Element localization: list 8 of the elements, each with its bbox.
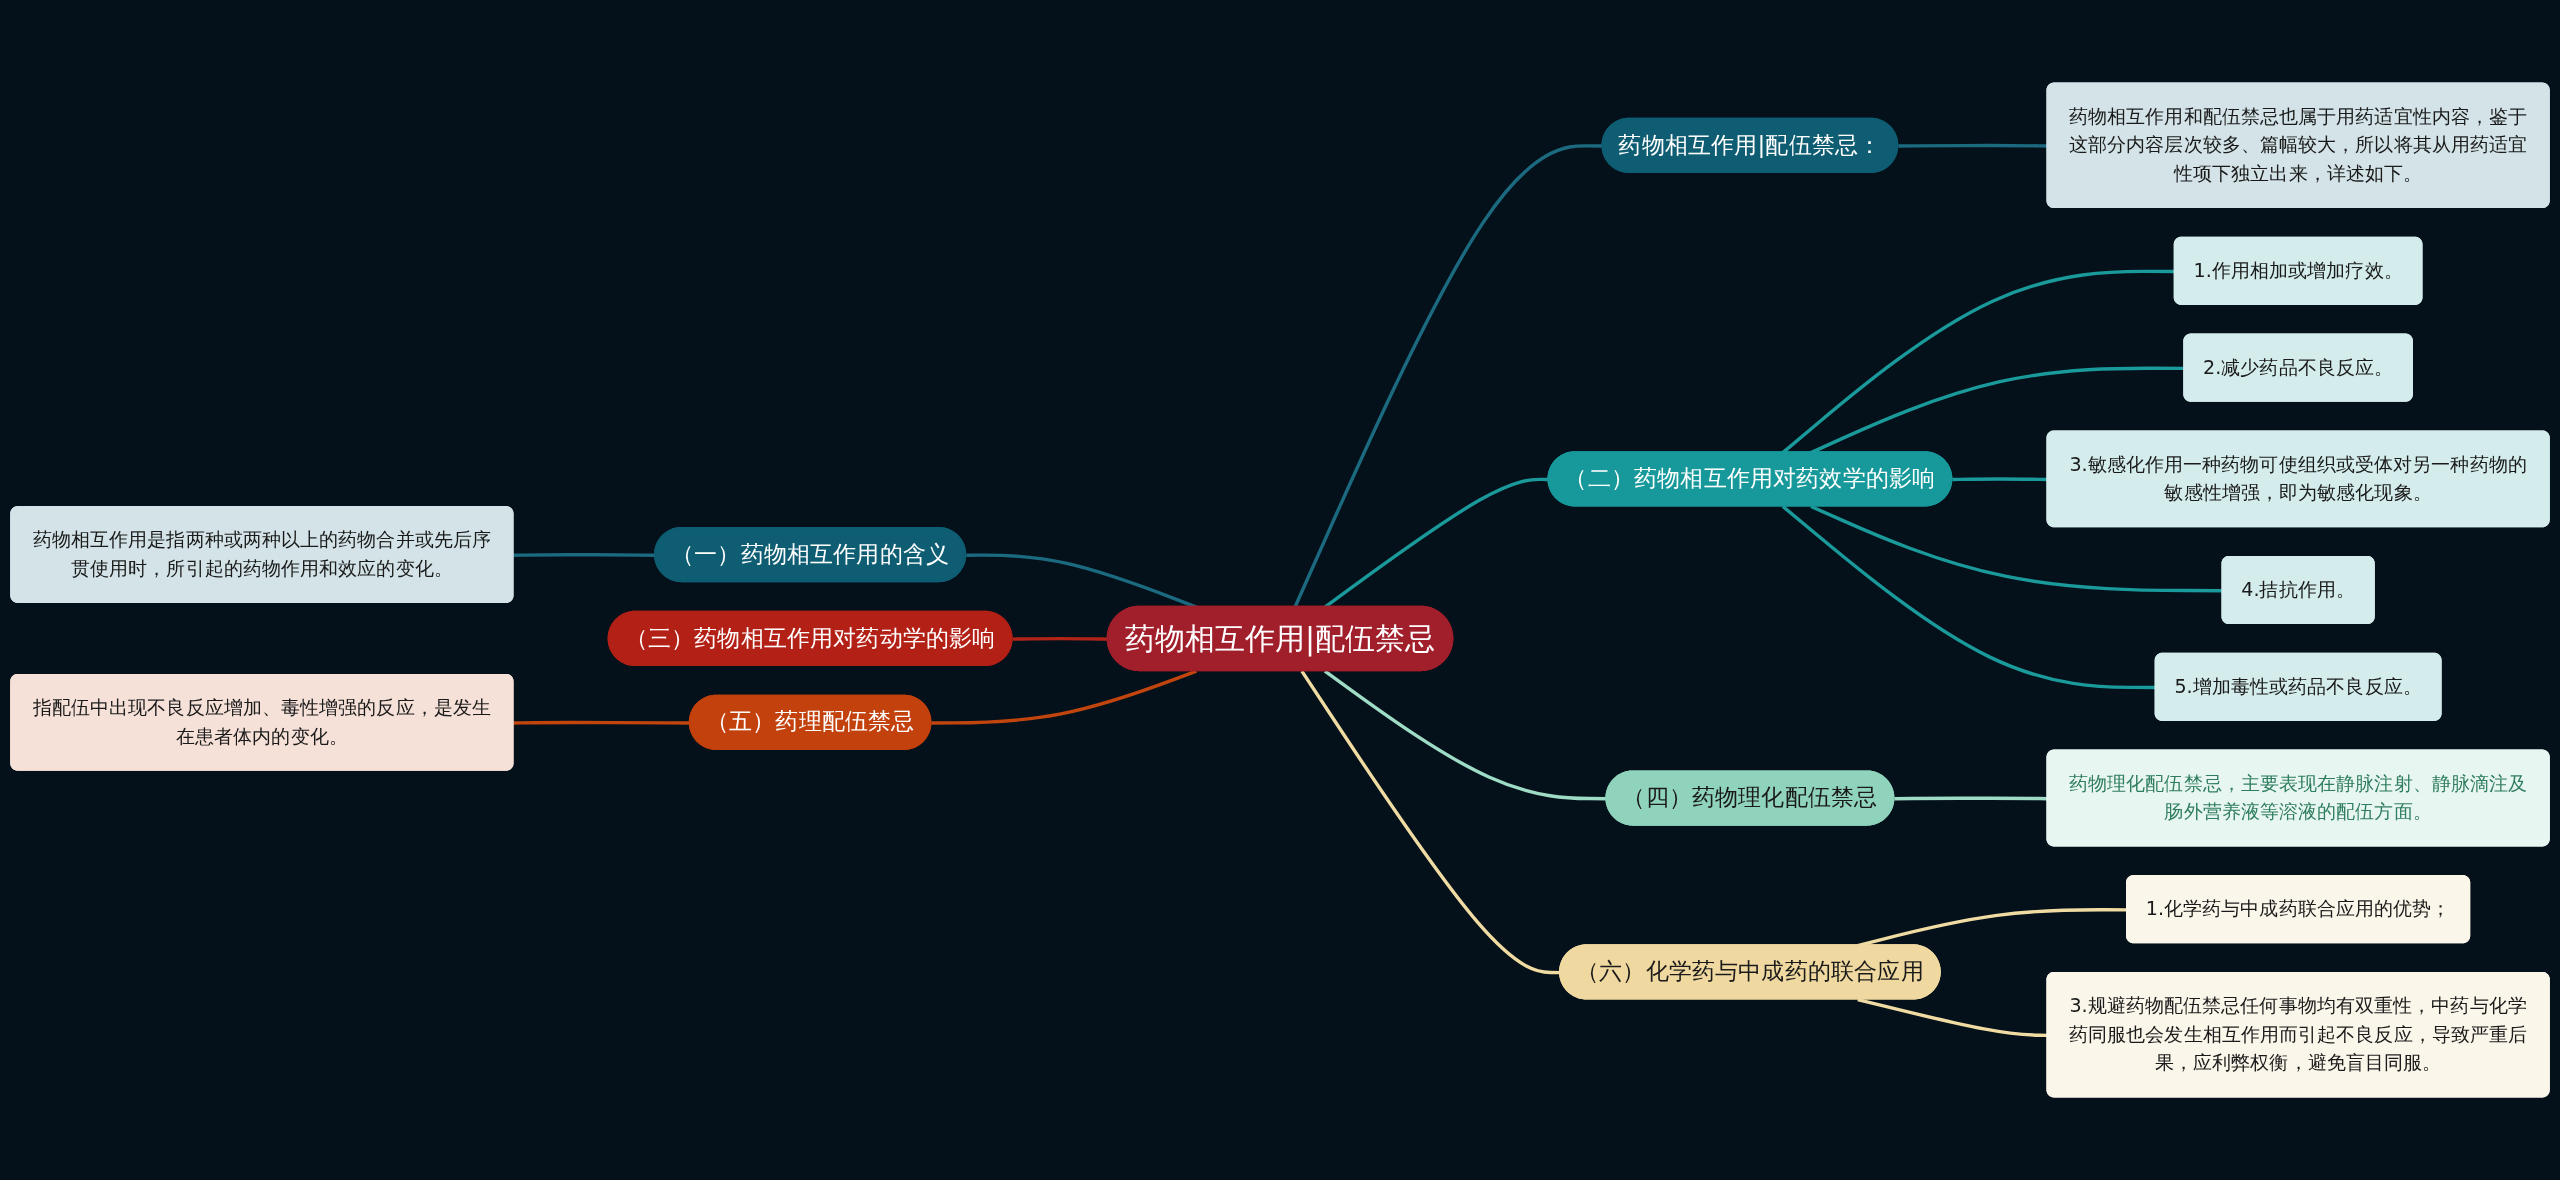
connector — [1293, 144, 1603, 608]
connector — [1894, 796, 2048, 801]
connector — [1898, 143, 2048, 148]
connector — [1810, 504, 2223, 593]
connector — [1323, 669, 1607, 801]
connector — [1952, 477, 2048, 482]
connector — [1857, 997, 2048, 1038]
connector — [931, 669, 1198, 725]
